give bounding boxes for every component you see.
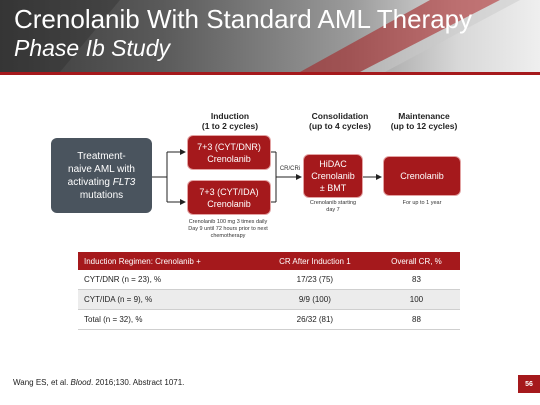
header-banner: Crenolanib With Standard AML Therapy Pha… [0, 0, 540, 72]
table-row: CYT/IDA (n = 9), % 9/9 (100) 100 [78, 289, 460, 310]
consolidation-line1: HiDAC [319, 159, 347, 169]
consolidation-note: Crenolanib starting day 7 [300, 200, 366, 214]
patient-box-line2: naive AML with [68, 163, 135, 175]
induction-note-line2: Day 9 until 72 hours prior to next [188, 226, 268, 232]
consolidation-box: HiDAC Crenolanib ± BMT [304, 155, 362, 197]
pencil-decoration [0, 0, 520, 72]
induction-box-ida: 7+3 (CYT/IDA) Crenolanib [188, 181, 270, 214]
table-row: Total (n = 32), % 26/32 (81) 88 [78, 309, 460, 330]
table-header-cr-induction: CR After Induction 1 [256, 252, 373, 270]
maintenance-heading: Maintenance (up to 12 cycles) [383, 111, 465, 131]
consolidation-line2: Crenolanib [311, 171, 355, 181]
citation-authors: Wang ES, et al. [13, 378, 71, 387]
header-rule [0, 72, 540, 75]
maintenance-note: For up to 1 year [402, 200, 442, 206]
table-header-row: Induction Regimen: Crenolanib + CR After… [78, 252, 460, 270]
patient-box-line4: mutations [79, 189, 124, 201]
page-number: 56 [518, 375, 540, 393]
table-cell: Total (n = 32), % [78, 309, 257, 330]
table-cell: CYT/IDA (n = 9), % [78, 289, 257, 310]
induction-heading-line1: Induction [210, 111, 250, 121]
induction-note-line3: chemotherapy [210, 233, 246, 239]
patient-box-flt3: FLT3 [112, 176, 136, 188]
results-table: Induction Regimen: Crenolanib + CR After… [78, 252, 460, 330]
table-cell: 83 [372, 270, 460, 290]
table-row: CYT/DNR (n = 23), % 17/23 (75) 83 [78, 270, 460, 290]
maintenance-heading-line2: (up to 12 cycles) [390, 121, 458, 131]
maintenance-label: Crenolanib [400, 171, 444, 181]
table-cell: 9/9 (100) [256, 289, 373, 310]
induction-dnr-line1: 7+3 (CYT/DNR) [197, 141, 261, 152]
table-cell: 17/23 (75) [256, 270, 373, 290]
table-cell: 88 [372, 309, 460, 330]
maintenance-box: Crenolanib [384, 157, 460, 195]
slide-title: Crenolanib With Standard AML Therapy [14, 4, 473, 34]
induction-note-line1: Crenolanib 100 mg 3 times daily [188, 219, 268, 225]
citation-journal: Blood [70, 378, 91, 387]
induction-ida-line1: 7+3 (CYT/IDA) [199, 186, 259, 197]
induction-ida-line2: Crenolanib [207, 198, 251, 209]
induction-dnr-line2: Crenolanib [207, 153, 251, 164]
patient-box-activating: activating [67, 176, 113, 188]
citation-details: . 2016;130. Abstract 1071. [90, 378, 185, 387]
patient-box-line1: Treatment- [77, 150, 126, 162]
table-header-regimen: Induction Regimen: Crenolanib + [78, 252, 257, 270]
patient-box: Treatment- naive AML with activating FLT… [51, 138, 152, 213]
maintenance-heading-line1: Maintenance [398, 111, 450, 121]
consolidation-note-line2: day 7 [326, 207, 340, 213]
table-cell: 26/32 (81) [256, 309, 373, 330]
citation: Wang ES, et al. Blood. 2016;130. Abstrac… [13, 378, 184, 387]
consolidation-heading-line2: (up to 4 cycles) [309, 121, 371, 131]
induction-heading: Induction (1 to 2 cycles) [196, 111, 264, 131]
table-header-overall-cr: Overall CR, % [372, 252, 460, 270]
cr-cri-label: CR/CRi [279, 166, 301, 172]
consolidation-heading-line1: Consolidation [311, 111, 369, 121]
patient-box-line3: activating FLT3 [68, 176, 136, 189]
table-cell: CYT/DNR (n = 23), % [78, 270, 257, 290]
consolidation-line3: ± BMT [319, 183, 347, 193]
consolidation-note-line1: Crenolanib starting [309, 200, 357, 206]
table-cell: 100 [372, 289, 460, 310]
consolidation-heading: Consolidation (up to 4 cycles) [300, 111, 380, 131]
induction-note: Crenolanib 100 mg 3 times daily Day 9 un… [178, 219, 278, 240]
slide-subtitle: Phase Ib Study [14, 35, 170, 61]
induction-box-dnr: 7+3 (CYT/DNR) Crenolanib [188, 136, 270, 169]
induction-heading-line2: (1 to 2 cycles) [201, 121, 259, 131]
